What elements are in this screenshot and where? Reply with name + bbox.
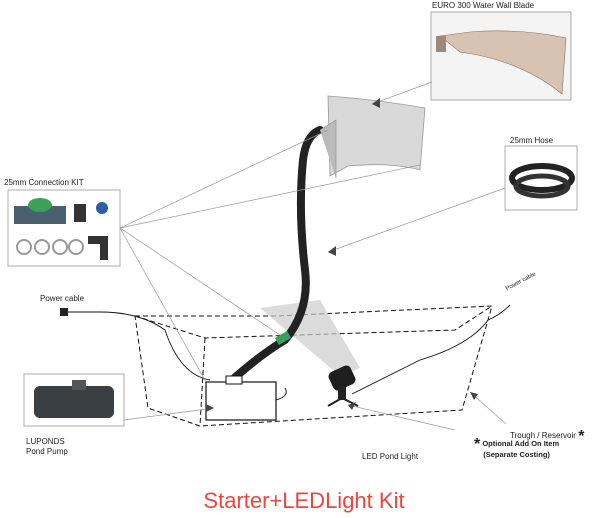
pump-photo (23, 373, 125, 427)
label-optional-line2: (Separate Costing) (483, 450, 550, 459)
wall-blade (319, 95, 426, 178)
label-wall-blade: EURO 300 Water Wall Blade (432, 1, 535, 10)
label-optional-line1: Optional Add On Item (482, 439, 560, 448)
label-optional: * Optional Add On Item (Separate Costing… (474, 436, 560, 460)
label-trough-asterisk: * (578, 428, 585, 445)
page-title: Starter+LEDLight Kit (203, 488, 405, 513)
wall-blade-photo (430, 11, 572, 101)
label-trough: Trough / Reservoir * (510, 428, 584, 446)
connection-kit-photo (7, 189, 121, 267)
hose-line (228, 126, 324, 384)
connector-green (274, 331, 292, 345)
label-pump-line1: LUPONDS (26, 437, 65, 446)
label-led-light: LED Pond Light (362, 452, 419, 461)
leader-lines (119, 81, 507, 431)
hose-photo (504, 145, 578, 211)
label-hose: 25mm Hose (510, 136, 554, 145)
plug-icon (60, 308, 68, 316)
arrow-heads (206, 98, 478, 412)
light-beam (260, 300, 360, 376)
label-trough-text: Trough / Reservoir (510, 431, 576, 440)
label-connection-kit: 25mm Connection KIT (4, 178, 84, 187)
power-cables (66, 304, 511, 401)
pump-symbol (205, 375, 277, 421)
label-pump-line2: Pond Pump (26, 447, 68, 456)
label-optional-asterisk: * (474, 436, 481, 453)
label-power-cable-left: Power cable (40, 294, 85, 303)
